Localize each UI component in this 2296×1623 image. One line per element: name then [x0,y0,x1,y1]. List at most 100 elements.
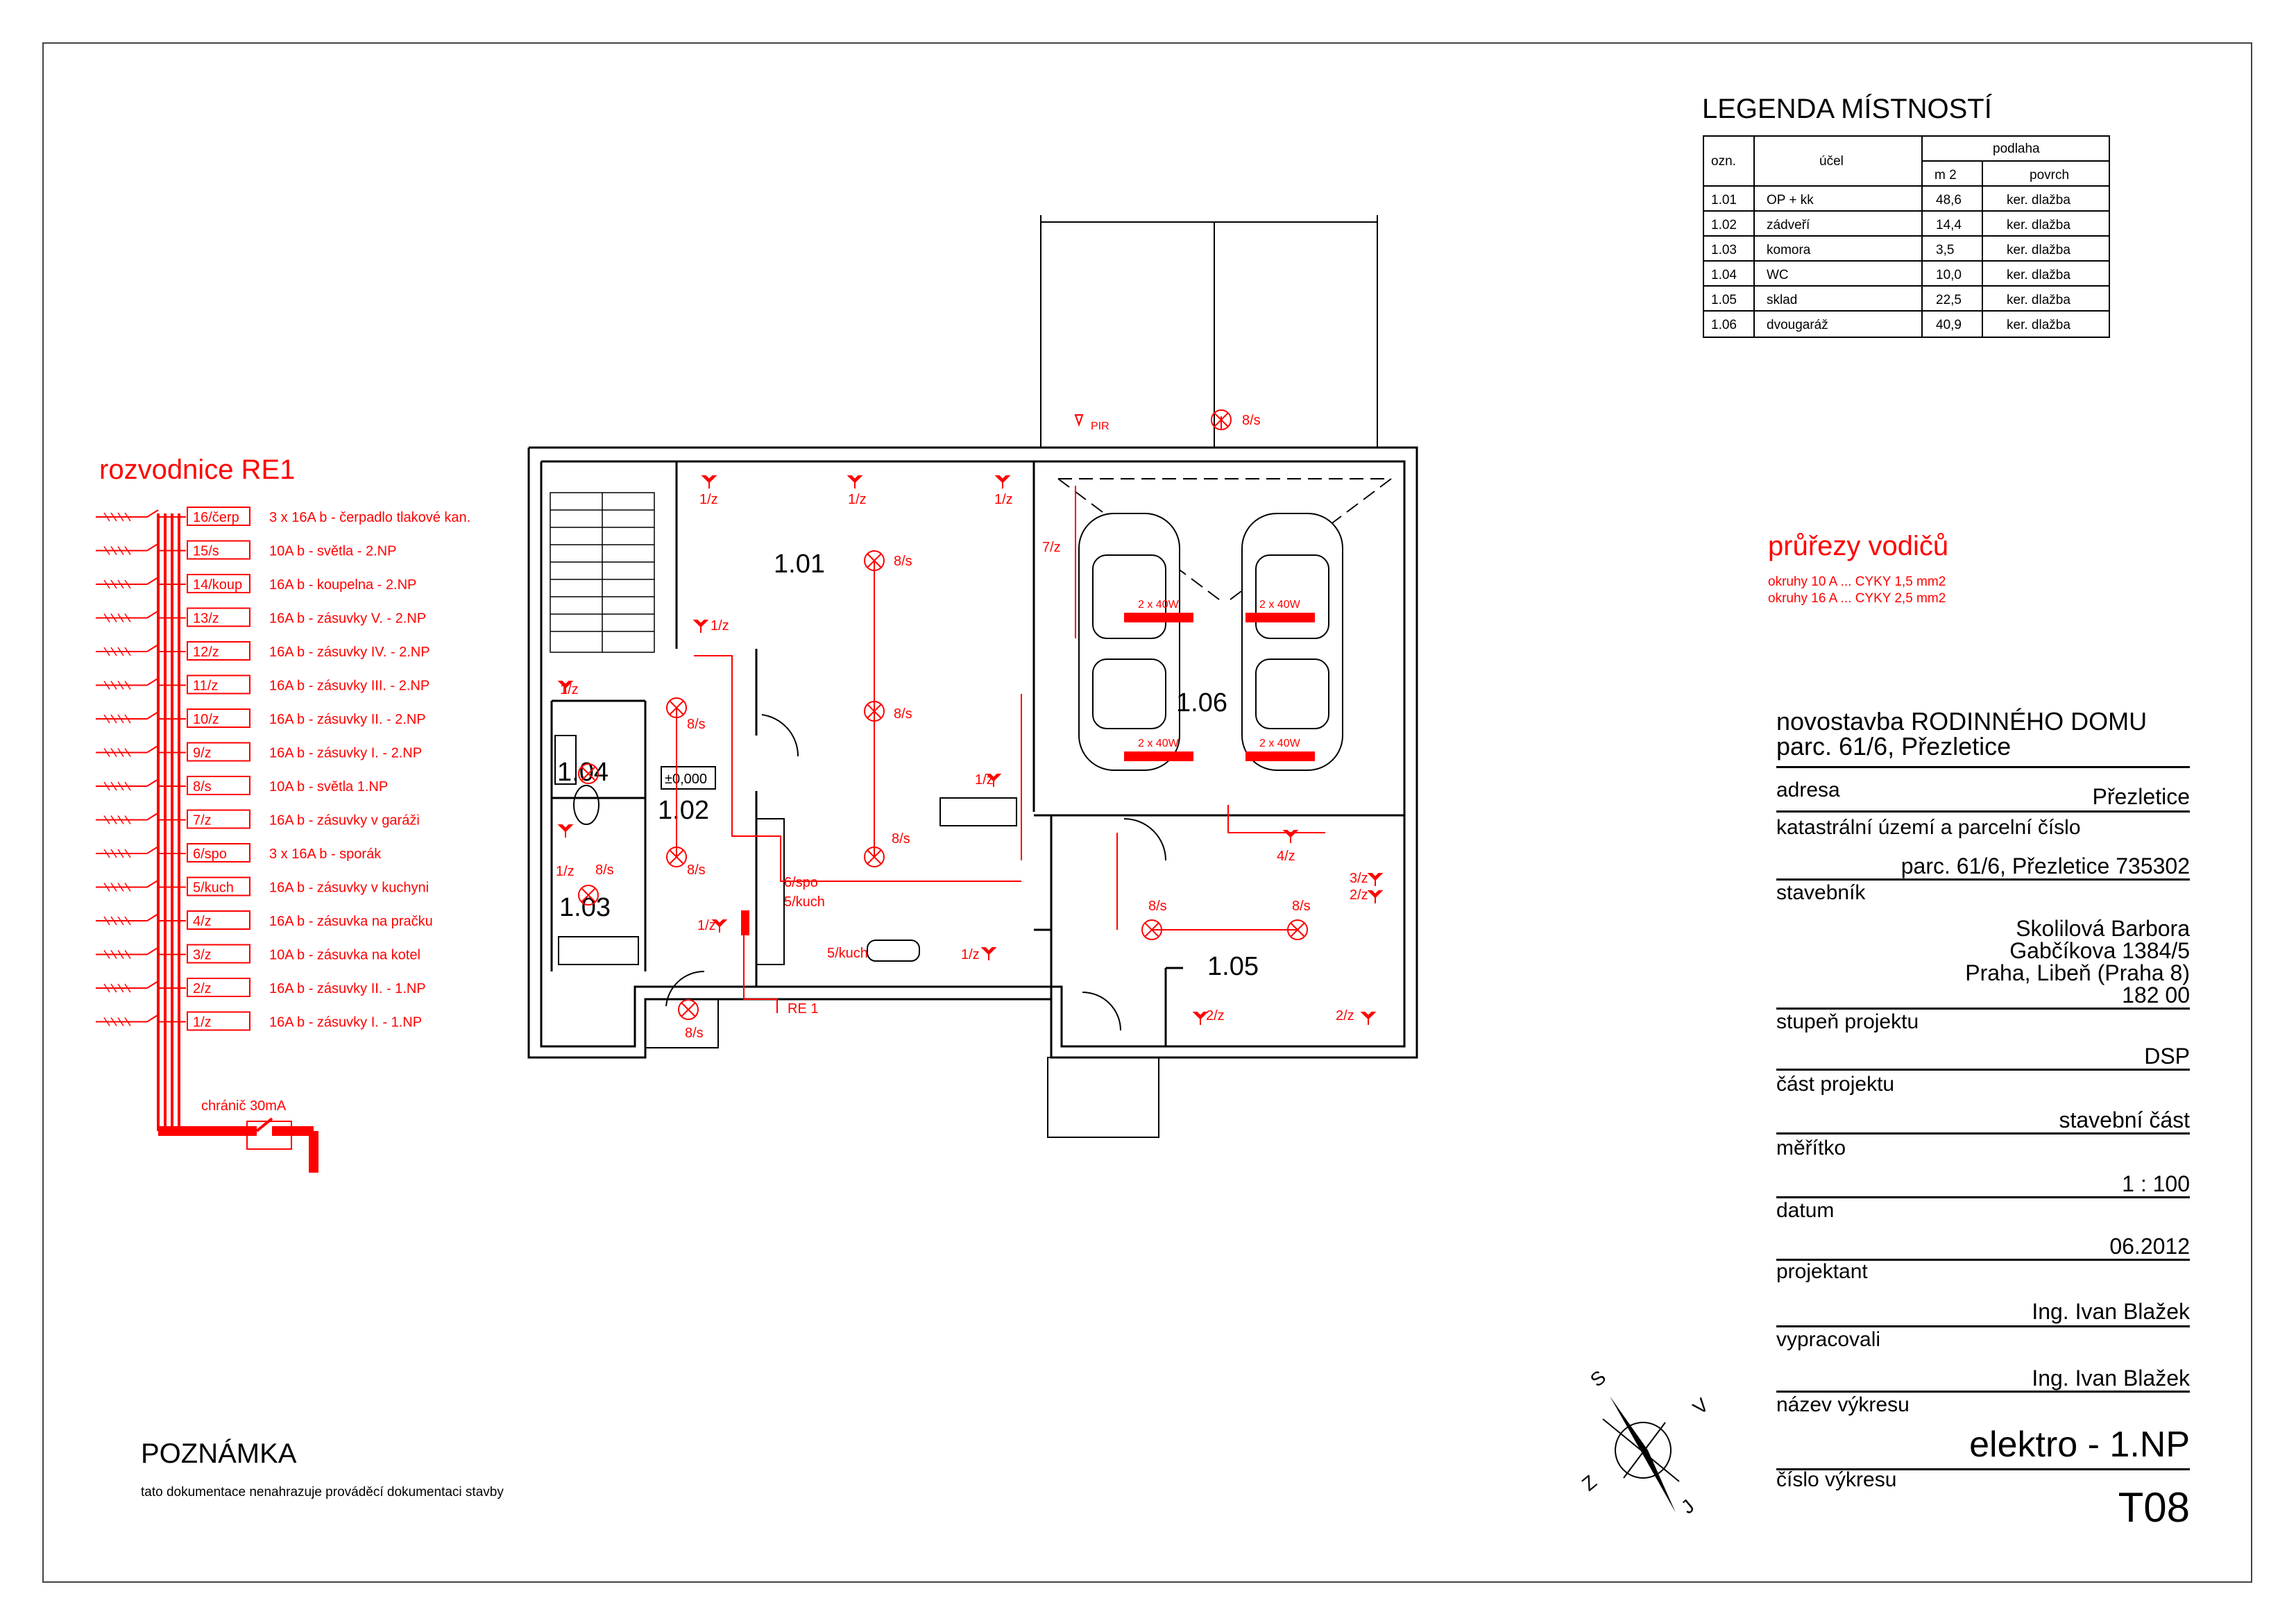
part-label: část projektu [1776,1073,1895,1096]
circuit-label: 1/z [961,947,980,962]
legend-row-purpose: komora [1767,243,1811,257]
luminaire-icon [864,701,885,722]
level-mark: ±0,000 [665,772,707,787]
circuit-label: 8/s [1242,413,1261,428]
legend-row-area: 10,0 [1936,268,1962,282]
kitchen-counter [756,797,1017,965]
board-circuit-id: 6/spo [193,847,227,862]
cross-sections-line-16a: okruhy 16 A ... CYKY 2,5 mm2 [1768,591,1946,606]
address-label: adresa [1776,779,1840,801]
drawing-number-label: číslo výkresu [1776,1468,1897,1491]
designer-label: projektant [1776,1260,1868,1283]
socket-icon [1367,873,1384,886]
board-circuit-id: 10/z [193,712,219,727]
circuit-label: 8/s [1292,899,1311,914]
note-title: POZNÁMKA [141,1438,297,1469]
pir-sensor-icon [1074,414,1084,427]
circuit-label: 6/spo [784,875,818,890]
builder-label: stavebník [1776,881,1866,904]
board-circuit-desc: 16A b - zásuvky I. - 2.NP [269,746,422,761]
legend-header-area: m 2 [1934,168,1957,182]
board-circuit-desc: 16A b - koupelna - 2.NP [269,577,416,593]
date-label: datum [1776,1199,1835,1222]
project-title-line1: novostavba RODINNÉHO DOMU [1776,707,2148,736]
circuit-label: 1/z [556,864,575,879]
circuit-label: 8/s [1148,899,1167,914]
circuit-label: 2/z [1350,887,1368,903]
scale-value: 1 : 100 [2122,1171,2190,1196]
room-legend: LEGENDA MÍSTNOSTÍ ozn. účel podlaha m 2 … [1702,93,2110,338]
legend-row-code: 1.03 [1711,243,1737,257]
socket-icon [985,774,1002,787]
board-circuit: 14/koup 16A b - koupelna - 2.NP [96,574,416,593]
circuit-label: 5/kuch [784,894,825,910]
board-circuit-id: 15/s [193,544,219,559]
legend-row-surface: ker. dlažba [2007,243,2070,257]
legend-row-area: 40,9 [1936,318,1962,332]
legend-row-area: 14,4 [1936,218,1962,232]
garage-lamp-label-1: 2 x 40W [1138,599,1180,611]
compass-v: V [1689,1394,1712,1419]
cadastre-label: katastrální území a parcelní číslo [1776,816,2081,839]
rcd-switch [158,1117,318,1173]
project-title-line2: parc. 61/6, Přezletice [1776,732,2012,760]
compass-needle [1610,1396,1676,1513]
room-1-02: 1.02 [658,796,709,825]
board-circuit-desc: 16A b - zásuvky II. - 2.NP [269,712,426,727]
drawing-name-value: elektro - 1.NP [1969,1425,2190,1465]
builder-line-3: Praha, Libeň (Praha 8) [1965,960,2190,985]
compass-s: S [1586,1366,1610,1391]
board-circuit-id: 12/z [193,645,219,660]
luminaire-icon [1141,919,1162,940]
designer-value: Ing. Ivan Blažek [2032,1299,2190,1324]
legend-row-code: 1.05 [1711,293,1737,307]
circuit-label: 4/z [1277,849,1295,864]
board-circuit-desc: 10A b - světla 1.NP [269,779,388,794]
circuit-label: 8/s [595,863,614,878]
car-right [1241,513,1343,771]
board-circuit-desc: 3 x 16A b - sporák [269,847,382,862]
luminaire-icon [666,697,687,718]
socket-icon [1282,830,1299,843]
builder-line-2: Gabčíkova 1384/5 [2009,938,2190,963]
rcd-label: chránič 30mA [201,1098,287,1114]
legend-row-purpose: OP + kk [1767,193,1814,207]
board-circuit-id: 9/z [193,746,212,761]
board-busbars [157,513,180,1131]
legend-row-purpose: zádveří [1767,218,1810,232]
board-circuit-id: 14/koup [193,577,242,593]
cadastre-value: parc. 61/6, Přezletice 735302 [1900,853,2190,878]
circuit-label: 1/z [994,492,1013,507]
socket-icon [1192,1012,1209,1025]
legend-row-code: 1.06 [1711,318,1737,332]
garage-lamp-label-2: 2 x 40W [1259,599,1301,611]
room-1-04: 1.04 [557,758,609,787]
socket-icon [557,824,574,838]
legend-row-area: 48,6 [1936,193,1962,207]
circuit-label: 2/z [1206,1008,1225,1023]
board-circuit-box [187,742,250,762]
door-swings [645,714,1166,1138]
circuit-label: 8/s [687,717,706,732]
driveway-lines [1040,215,1378,448]
cross-sections-line-10a: okruhy 10 A ... CYKY 1,5 mm2 [1768,575,1946,589]
garage-lamp-label-4: 2 x 40W [1259,738,1301,749]
circuit-label: 8/s [894,706,912,722]
legend-row-surface: ker. dlažba [2007,193,2070,207]
board-circuit-box [187,540,250,560]
circuit-label: 1/z [848,492,867,507]
compass: S V Z J [1578,1366,1712,1518]
legend-header-code: ozn. [1711,154,1736,169]
socket-icon [701,475,717,488]
sheet-frame [42,42,2252,1583]
legend-header-floor: podlaha [1993,142,2040,156]
circuit-label: 8/s [685,1026,704,1041]
board-circuit-box [187,809,250,829]
luminaire-icon [1287,919,1308,940]
room-1-05: 1.05 [1207,952,1259,981]
